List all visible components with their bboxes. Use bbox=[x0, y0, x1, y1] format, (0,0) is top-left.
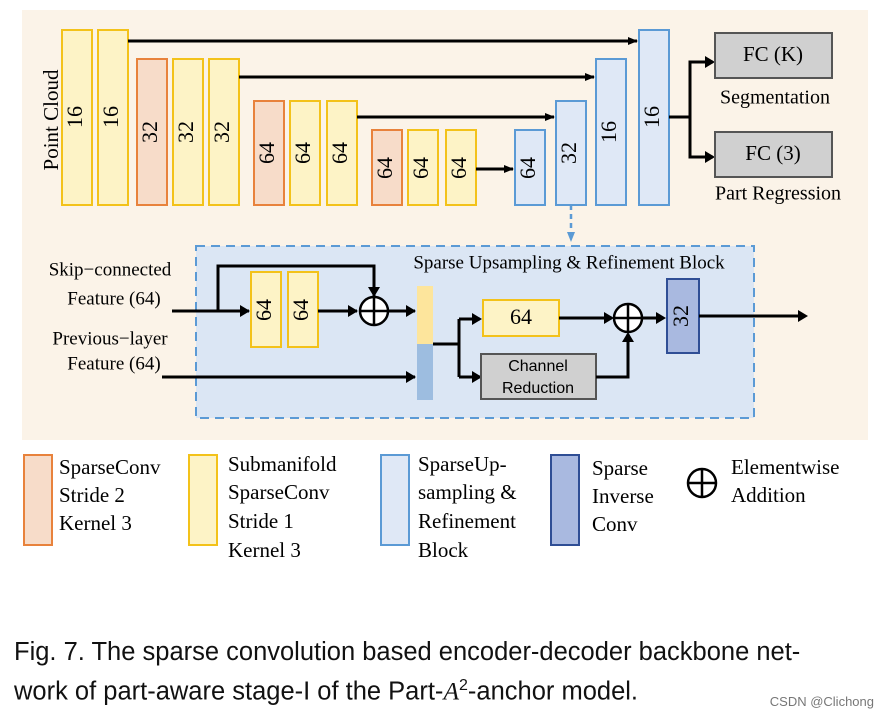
addition-1 bbox=[358, 295, 390, 327]
legend-submanifold-3: Stride 1 bbox=[228, 509, 294, 533]
enc-block-3 bbox=[136, 58, 168, 206]
enc-block-9-label: 64 bbox=[372, 157, 397, 179]
dec-block-1-label: 64 bbox=[515, 157, 540, 179]
merge-flow-heads bbox=[604, 312, 666, 342]
prev-feature-label-2: Feature (64) bbox=[67, 353, 160, 374]
legend-addition-icon bbox=[686, 467, 718, 499]
watermark: CSDN @Clichong bbox=[769, 694, 874, 709]
enc-block-1-label: 16 bbox=[62, 106, 87, 128]
upsampling-refinement-detail: Sparse Upsampling & Refinement Block Ski… bbox=[49, 245, 808, 419]
enc-block-2 bbox=[97, 29, 129, 206]
legend-sparse-conv-3: Kernel 3 bbox=[59, 511, 132, 535]
enc-block-10 bbox=[407, 129, 439, 206]
legend-upsampling-1: SparseUp- bbox=[418, 452, 507, 476]
detail-block-a bbox=[250, 271, 282, 348]
concat-bottom bbox=[417, 344, 433, 400]
enc-block-8 bbox=[326, 100, 358, 206]
prev-feature-label-1: Previous−layer bbox=[52, 328, 168, 349]
channel-reduction-label-2: Reduction bbox=[502, 380, 574, 397]
fc-reg-box bbox=[714, 131, 833, 178]
legend-sparse-conv-2: Stride 2 bbox=[59, 483, 125, 507]
legend-upsampling-4: Block bbox=[418, 538, 469, 562]
legend-swatch-sparse-conv bbox=[23, 454, 53, 546]
split-flow-heads bbox=[472, 313, 482, 383]
detail-block-b bbox=[287, 271, 319, 348]
prev-flow-head bbox=[406, 371, 416, 383]
caption-line-2: work of part-aware stage-I of the Part-A… bbox=[14, 669, 876, 709]
legend-swatch-upsampling bbox=[380, 454, 410, 546]
enc-block-3-label: 32 bbox=[137, 121, 162, 143]
dec-block-3-label: 16 bbox=[596, 121, 621, 143]
enc-block-4-label: 32 bbox=[173, 121, 198, 143]
skip-feature-label-2: Feature (64) bbox=[67, 288, 160, 309]
heads: FC (K) Segmentation FC (3) Part Regressi… bbox=[669, 32, 841, 205]
enc-block-5-label: 32 bbox=[209, 121, 234, 143]
head-arrowheads bbox=[705, 56, 715, 163]
legend-submanifold-1: Submanifold bbox=[228, 452, 337, 476]
output-flow-head bbox=[798, 310, 808, 322]
dec-block-4-label: 16 bbox=[639, 106, 664, 128]
legend-swatch-inverse bbox=[550, 454, 580, 546]
part-regression-label: Part Regression bbox=[715, 183, 841, 205]
skip-flow bbox=[172, 264, 415, 313]
enc-block-10-label: 64 bbox=[408, 157, 433, 179]
fc-seg-box bbox=[714, 32, 833, 79]
decoder: 64 32 16 16 bbox=[514, 29, 670, 206]
legend-swatch-submanifold bbox=[188, 454, 218, 546]
enc-block-5 bbox=[208, 58, 240, 206]
caption-line-1: Fig. 7. The sparse convolution based enc… bbox=[14, 638, 801, 666]
caption-line-2-end: -anchor model. bbox=[467, 677, 639, 706]
concat-top bbox=[417, 286, 433, 344]
enc-block-6-label: 64 bbox=[254, 142, 279, 164]
dec-block-1 bbox=[514, 129, 546, 206]
detail-block-b-label: 64 bbox=[288, 299, 313, 321]
enc-block-11-label: 64 bbox=[446, 157, 471, 179]
legend-upsampling-2: sampling & bbox=[418, 480, 517, 504]
dec-block-2-label: 32 bbox=[556, 142, 581, 164]
legend-addition-1: Elementwise bbox=[731, 455, 839, 479]
enc-block-7 bbox=[289, 100, 321, 206]
caption-line-2-start: work of part-aware stage-I of the Part- bbox=[14, 677, 444, 706]
detail-block-c-label: 64 bbox=[510, 304, 532, 329]
legend-upsampling-3: Refinement bbox=[418, 509, 516, 533]
figure-caption: Fig. 7. The sparse convolution based enc… bbox=[14, 636, 876, 709]
caption-math-base: A bbox=[443, 676, 460, 706]
fc-seg-label: FC (K) bbox=[743, 42, 803, 66]
enc-block-6 bbox=[253, 100, 285, 206]
addition-2 bbox=[612, 302, 644, 334]
detail-title: Sparse Upsampling & Refinement Block bbox=[413, 252, 725, 273]
channel-reduction-label-1: Channel bbox=[508, 358, 568, 375]
encoder: 16 16 32 32 32 64 64 64 64 64 64 bbox=[61, 29, 477, 206]
skip-connections bbox=[128, 37, 638, 173]
legend-inverse-1: Sparse bbox=[592, 456, 648, 480]
enc-block-7-label: 64 bbox=[290, 142, 315, 164]
legend-inverse-3: Conv bbox=[592, 512, 638, 536]
channel-reduction-box bbox=[480, 353, 597, 400]
legend-submanifold-4: Kernel 3 bbox=[228, 538, 301, 562]
caption-math-sup: 2 bbox=[459, 677, 468, 694]
legend-addition-2: Addition bbox=[731, 483, 806, 507]
legend-sparse-conv-1: SparseConv bbox=[59, 455, 161, 479]
point-cloud-label: Point Cloud bbox=[39, 69, 63, 170]
dec-block-3 bbox=[595, 58, 627, 206]
legend-submanifold-2: SparseConv bbox=[228, 480, 330, 504]
enc-block-8-label: 64 bbox=[327, 142, 352, 164]
detail-output-label: 32 bbox=[668, 305, 693, 327]
split-flow bbox=[433, 317, 480, 379]
enc-block-1 bbox=[61, 29, 93, 206]
legend-inverse-2: Inverse bbox=[592, 484, 654, 508]
enc-block-9 bbox=[371, 129, 403, 206]
fc-reg-label: FC (3) bbox=[745, 141, 800, 165]
enc-block-2-label: 16 bbox=[98, 106, 123, 128]
segmentation-label: Segmentation bbox=[720, 87, 830, 109]
enc-block-11 bbox=[445, 129, 477, 206]
enc-block-4 bbox=[172, 58, 204, 206]
skip-feature-label-1: Skip−connected bbox=[49, 259, 172, 280]
legend: SparseConv Stride 2 Kernel 3 Submanifold… bbox=[23, 452, 839, 562]
detail-block-a-label: 64 bbox=[251, 299, 276, 321]
